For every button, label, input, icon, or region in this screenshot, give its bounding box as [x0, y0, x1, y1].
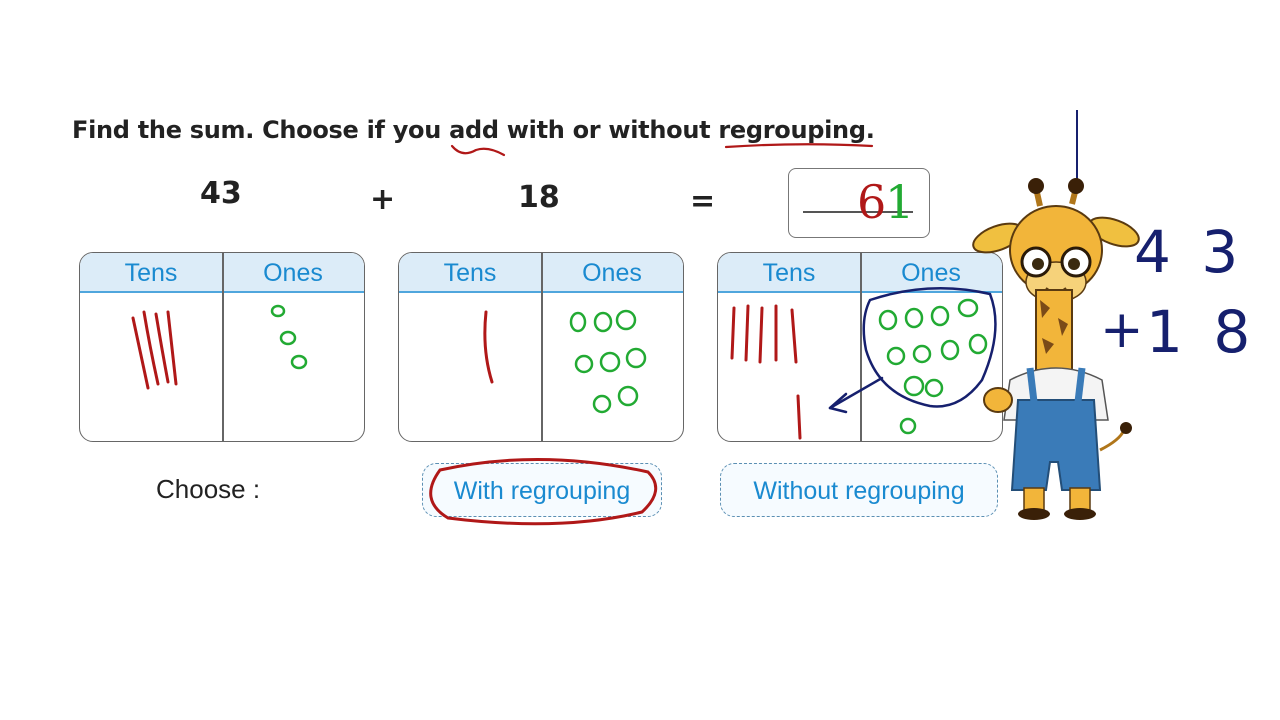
- side-work-top: 4 3: [1134, 218, 1245, 286]
- tens-header: Tens: [124, 259, 178, 287]
- side-work-plus: +: [1100, 300, 1144, 360]
- tens-stick-18: [483, 310, 494, 384]
- column-divider: [222, 253, 224, 441]
- plus-sign: +: [370, 182, 396, 217]
- ones-header: Ones: [263, 259, 323, 287]
- tens-sticks-43: [131, 310, 178, 390]
- tens-header: Tens: [762, 259, 816, 287]
- tens-header: Tens: [443, 259, 497, 287]
- column-divider: [541, 253, 543, 441]
- place-value-chart-43: Tens Ones: [79, 252, 365, 442]
- place-value-chart-sum: Tens Ones: [717, 252, 1003, 442]
- with-regrouping-option[interactable]: With regrouping: [422, 463, 662, 517]
- addend-1: 43: [200, 176, 242, 211]
- column-divider: [860, 253, 862, 441]
- choose-label: Choose :: [156, 474, 261, 504]
- ones-header: Ones: [582, 259, 642, 287]
- place-value-chart-18: Tens Ones: [398, 252, 684, 442]
- side-work-bottom: 1 8: [1146, 298, 1257, 366]
- ones-circles-43: [270, 304, 308, 370]
- ones-circles-18: [569, 309, 647, 414]
- ones-circles-sum: [878, 298, 988, 435]
- tens-sticks-sum: [730, 304, 802, 440]
- equals-sign: =: [690, 184, 716, 219]
- instruction-text: Find the sum. Choose if you add with or …: [72, 116, 875, 144]
- addend-2: 18: [518, 180, 560, 215]
- without-regrouping-option[interactable]: Without regrouping: [720, 463, 998, 517]
- ones-header: Ones: [901, 259, 961, 287]
- answer-tens-digit: 6: [857, 175, 887, 229]
- regroup-lasso: [828, 286, 997, 414]
- pen-stroke: [1076, 110, 1078, 190]
- answer-line: [803, 211, 913, 213]
- answer-ones-digit: 1: [885, 175, 915, 229]
- answer-box[interactable]: 6 1: [788, 168, 930, 238]
